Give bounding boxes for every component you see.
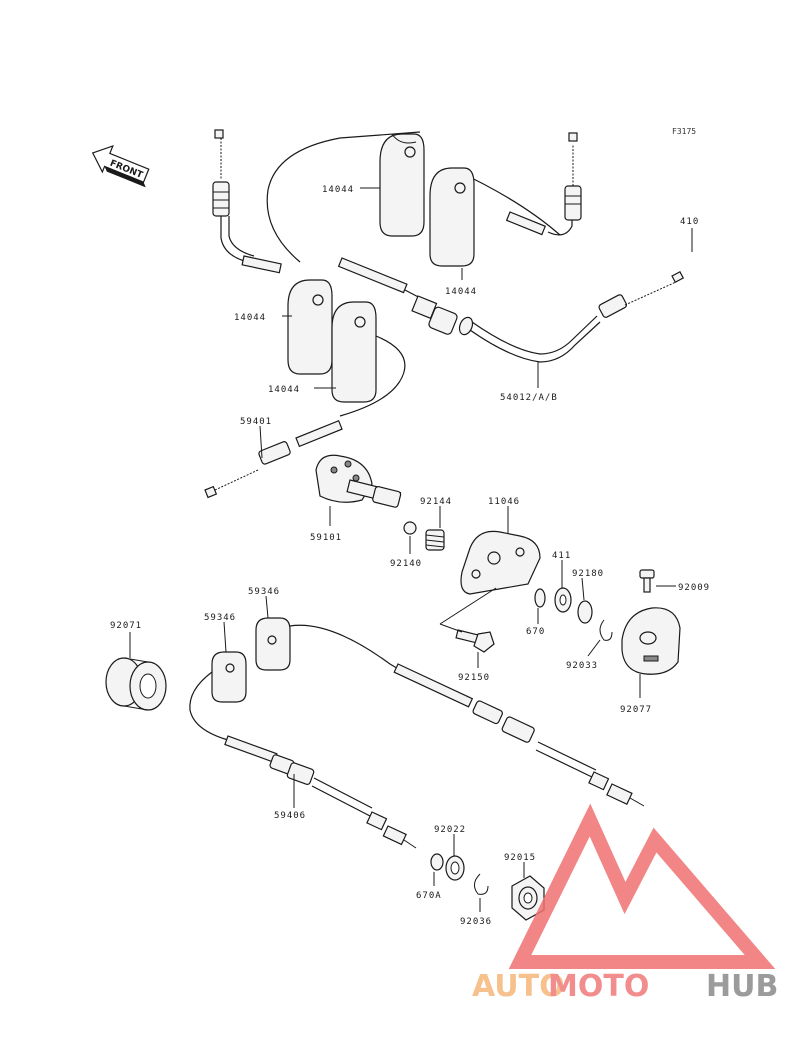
ring-670: [534, 588, 546, 608]
steering-cable-54012: [212, 129, 685, 363]
callout-92022: 92022: [434, 825, 466, 835]
callout-92033: 92033: [566, 661, 598, 671]
logo-moto: MOTO: [548, 969, 649, 1004]
callout-59401: 59401: [240, 417, 272, 427]
logo-auto: AUTO: [472, 969, 565, 1004]
callout-92015: 92015: [504, 853, 536, 863]
callout-59101: 59101: [310, 533, 342, 543]
bracket-59101: [315, 454, 402, 508]
callout-14044: 14044: [322, 185, 354, 195]
callout-59346: 59346: [204, 613, 236, 623]
cable-59401: [204, 335, 406, 499]
automotohub-logo: AUTO MOTO HUB: [472, 803, 778, 1004]
spring-92144: [425, 529, 445, 551]
clamp-59346-left: [211, 651, 247, 703]
callout-59406: 59406: [274, 811, 306, 821]
cable-clamp-14044-upper-left: [379, 133, 425, 237]
callout-14044: 14044: [268, 385, 300, 395]
callout-92180: 92180: [572, 569, 604, 579]
ring-670a: [430, 853, 444, 871]
callout-54012: 54012/A/B: [500, 393, 558, 403]
callout-670: 670: [526, 627, 545, 637]
callout-11046: 11046: [488, 497, 520, 507]
callout-92009: 92009: [678, 583, 710, 593]
clip-92036: [474, 873, 489, 895]
logo-hub: HUB: [706, 969, 778, 1004]
callout-92071: 92071: [110, 621, 142, 631]
callout-411: 411: [552, 551, 571, 561]
nut-92015: [511, 875, 545, 921]
cable-clamp-14044-lower-left: [287, 279, 333, 375]
ball-92140: [403, 521, 417, 535]
callout-59346: 59346: [248, 587, 280, 597]
callout-410: 410: [680, 217, 699, 227]
figure-code: F3175: [672, 127, 696, 136]
callout-92144: 92144: [420, 497, 452, 507]
callout-92140: 92140: [390, 559, 422, 569]
callout-92036: 92036: [460, 917, 492, 927]
clamp-59346-right: [255, 617, 291, 671]
callout-92077: 92077: [620, 705, 652, 715]
cable-59406: [189, 624, 645, 849]
sleeve-92071: [105, 657, 167, 711]
washer-92180: [577, 600, 593, 624]
cable-clamp-14044-lower-right: [331, 301, 377, 403]
callout-92150: 92150: [458, 673, 490, 683]
callout-670a: 670A: [416, 891, 442, 901]
cable-clamp-14044-upper-right: [429, 167, 475, 267]
knob-92077: [621, 607, 681, 675]
clip-92033: [599, 619, 613, 641]
callout-14044: 14044: [234, 313, 266, 323]
callout-14044: 14044: [445, 287, 477, 297]
screw-92009: [639, 569, 655, 593]
plate-11046: [460, 530, 541, 595]
bolt-92150: [455, 629, 495, 653]
front-arrow-icon: FRONT: [91, 144, 150, 188]
